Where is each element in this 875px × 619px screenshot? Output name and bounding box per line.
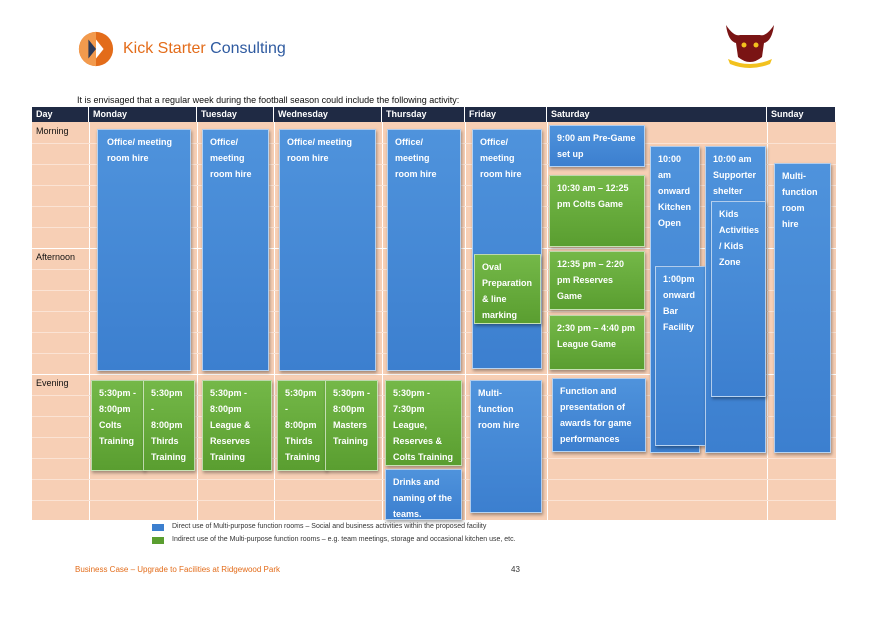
row-line xyxy=(32,374,836,375)
header-tuesday: Tuesday xyxy=(197,107,274,122)
col-divider xyxy=(89,122,90,520)
page-number: 43 xyxy=(511,565,520,574)
legend-green-swatch xyxy=(152,537,164,544)
monday-colts-training: 5:30pm - 8:00pm Colts Training xyxy=(91,380,145,471)
row-label-afternoon: Afternoon xyxy=(36,252,76,262)
sunday-multi-function: Multi-function room hire xyxy=(774,163,831,453)
thursday-training: 5:30pm - 7:30pm League, Reserves & Colts… xyxy=(385,380,462,466)
footer-title: Business Case – Upgrade to Facilities at… xyxy=(75,565,280,574)
row-label-morning: Morning xyxy=(36,126,69,136)
header-friday: Friday xyxy=(465,107,547,122)
wednesday-office-hire: Office/ meeting room hire xyxy=(279,129,376,371)
header-saturday: Saturday xyxy=(547,107,767,122)
intro-text: It is envisaged that a regular week duri… xyxy=(77,95,460,105)
tuesday-office-hire: Office/ meeting room hire xyxy=(202,129,269,371)
wednesday-masters-training: 5:30pm - 8:00pm Masters Training xyxy=(325,380,378,471)
friday-oval-preparation: Oval Preparation & line marking xyxy=(474,254,541,324)
wednesday-thirds-training: 5:30pm - 8:00pm Thirds Training xyxy=(277,380,327,471)
col-divider xyxy=(767,122,768,520)
legend-blue-text: Direct use of Multi-purpose function roo… xyxy=(172,523,487,530)
monday-thirds-training: 5:30pm - 8:00pm Thirds Training xyxy=(143,380,195,471)
col-divider xyxy=(382,122,383,520)
header-sunday: Sunday xyxy=(767,107,836,122)
legend-green-text: Indirect use of the Multi-purpose functi… xyxy=(172,536,516,543)
col-divider xyxy=(197,122,198,520)
mighty-bulls-logo xyxy=(726,25,774,68)
saturday-bar-facility: 1:00pm onward Bar Facility xyxy=(655,266,706,446)
monday-office-hire: Office/ meeting room hire xyxy=(97,129,191,371)
saturday-league-game: 2:30 pm – 4:40 pm League Game xyxy=(549,315,645,370)
header-wednesday: Wednesday xyxy=(274,107,382,122)
tuesday-league-reserves-training: 5:30pm - 8:00pm League & Reserves Traini… xyxy=(202,380,272,471)
kick-starter-logo xyxy=(78,31,114,67)
col-divider xyxy=(547,122,548,520)
thursday-drinks-naming: Drinks and naming of the teams. xyxy=(385,469,462,520)
header-thursday: Thursday xyxy=(382,107,465,122)
legend-blue-swatch xyxy=(152,524,164,531)
col-divider xyxy=(465,122,466,520)
saturday-colts-game: 10:30 am – 12:25 pm Colts Game xyxy=(549,175,645,247)
saturday-pregame-setup: 9:00 am Pre-Game set up xyxy=(549,125,645,167)
thursday-office-hire: Office/ meeting room hire xyxy=(387,129,461,371)
saturday-kids-zone: Kids Activities / Kids Zone xyxy=(711,201,766,397)
col-divider xyxy=(274,122,275,520)
header-monday: Monday xyxy=(89,107,197,122)
row-label-evening: Evening xyxy=(36,378,69,388)
brand-name: Kick Starter Consulting xyxy=(123,40,286,57)
friday-office-hire: Office/ meeting room hire xyxy=(472,129,542,369)
saturday-function-awards: Function and presentation of awards for … xyxy=(552,378,646,452)
header-day: Day xyxy=(32,107,89,122)
friday-multi-function: Multi-function room hire xyxy=(470,380,542,513)
saturday-reserves-game: 12:35 pm – 2:20 pm Reserves Game xyxy=(549,251,645,310)
